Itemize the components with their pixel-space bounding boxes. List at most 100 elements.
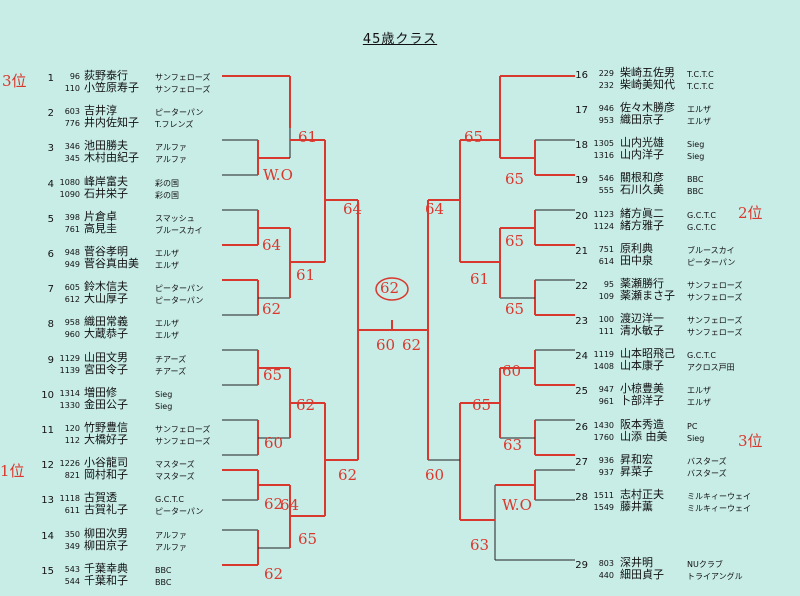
draw-number: 15 — [41, 565, 54, 577]
player-id: 605 — [64, 283, 80, 293]
player-name: 荻野泰行 — [84, 69, 128, 82]
player-id: 949 — [64, 260, 80, 269]
club-name: ピーターパン — [687, 257, 736, 267]
player-name: 大山厚子 — [84, 292, 128, 306]
player-name: 織田京子 — [620, 113, 664, 127]
club-name: BBC — [687, 187, 704, 197]
club-name: サンフェローズ — [687, 280, 743, 290]
club-name: BBC — [155, 565, 172, 575]
player-id: 1511 — [593, 490, 614, 500]
page-title: 45歳クラス — [362, 32, 438, 47]
player-name: 志村正夫 — [620, 487, 664, 501]
player-id: 100 — [598, 315, 614, 325]
player-id: 953 — [598, 116, 614, 126]
player-id: 751 — [598, 244, 614, 254]
player-name: 關根和彦 — [620, 171, 664, 185]
player-name: 菅谷孝明 — [84, 245, 128, 258]
draw-number: 20 — [575, 210, 588, 222]
club-name: マスターズ — [155, 460, 195, 470]
draw-number: 24 — [575, 351, 588, 363]
club-name: BBC — [687, 175, 704, 185]
player-name: 細田貞子 — [620, 568, 664, 581]
match-score: 62 — [264, 565, 284, 583]
player-name: 井内佐知子 — [84, 116, 139, 130]
match-score: 65 — [505, 232, 525, 250]
club-name: T.フレンズ — [155, 120, 194, 130]
player-id: 398 — [64, 212, 80, 222]
club-name: NUクラブ — [687, 560, 723, 569]
player-id: 611 — [64, 506, 80, 516]
club-name: エルザ — [155, 261, 179, 270]
player-name: 渡辺洋一 — [620, 312, 664, 326]
player-name: 古賀透 — [84, 491, 117, 505]
player-name: 片倉卓 — [84, 209, 117, 223]
player-name: 薬瀬まさ子 — [620, 288, 675, 302]
final-score: 62 — [380, 279, 400, 297]
player-name: 原利典 — [620, 241, 653, 255]
club-name: BBC — [155, 577, 172, 587]
draw-number: 19 — [575, 175, 588, 187]
player-id: 1226 — [59, 459, 80, 469]
player-name: 織田常義 — [84, 315, 128, 329]
player-name: 山内洋子 — [620, 148, 664, 162]
player-id: 345 — [64, 154, 80, 164]
club-name: アルファ — [155, 155, 187, 165]
club-name: チアーズ — [155, 366, 187, 376]
player-id: 1305 — [593, 139, 614, 149]
match-score: 65 — [472, 396, 492, 414]
match-score: 60 — [264, 434, 284, 452]
player-id: 803 — [598, 559, 614, 568]
player-name: 小笠原寿子 — [84, 81, 139, 94]
player-id: 1080 — [59, 177, 80, 187]
player-name: 古賀礼子 — [84, 503, 128, 517]
player-id: 937 — [598, 467, 614, 477]
player-name: 清水敏子 — [620, 324, 664, 338]
match-score: 60 — [425, 466, 445, 484]
club-name: バスターズ — [687, 456, 727, 466]
player-id: 349 — [64, 541, 80, 551]
player-name: 高見圭 — [84, 221, 117, 235]
match-score: 63 — [503, 436, 523, 454]
match-score: 65 — [263, 366, 283, 384]
place-2nd-annotation: 2位 — [738, 204, 763, 222]
player-name: 卜部洋子 — [620, 394, 664, 408]
match-score: 62 — [338, 466, 358, 484]
match-score: 60 — [502, 362, 522, 380]
club-name: 彩の国 — [155, 190, 179, 200]
draw-number: 22 — [575, 280, 588, 292]
player-id: 543 — [64, 564, 80, 574]
draw-number: 21 — [575, 245, 588, 257]
club-name: サンフェローズ — [687, 292, 743, 302]
player-id: 776 — [64, 119, 80, 129]
draw-number: 17 — [575, 105, 588, 117]
draw-number: 23 — [575, 316, 588, 328]
player-name: 佐々木勝彦 — [620, 101, 675, 115]
draw-number: 3 — [47, 143, 54, 155]
place-3rd-annotation-left: 3位 — [2, 72, 27, 90]
club-name: サンフェローズ — [687, 316, 743, 326]
player-name: 昇菜子 — [620, 464, 653, 478]
player-id: 120 — [64, 424, 80, 433]
player-id: 95 — [603, 279, 614, 289]
match-score: 64 — [262, 236, 282, 254]
player-name: 増田修 — [84, 385, 117, 399]
club-name: ミルキィーウェイ — [687, 491, 751, 501]
club-name: マスターズ — [155, 472, 195, 482]
club-name: ピーターパン — [155, 507, 204, 517]
draw-number: 6 — [47, 249, 54, 260]
player-id: 1118 — [59, 494, 80, 504]
